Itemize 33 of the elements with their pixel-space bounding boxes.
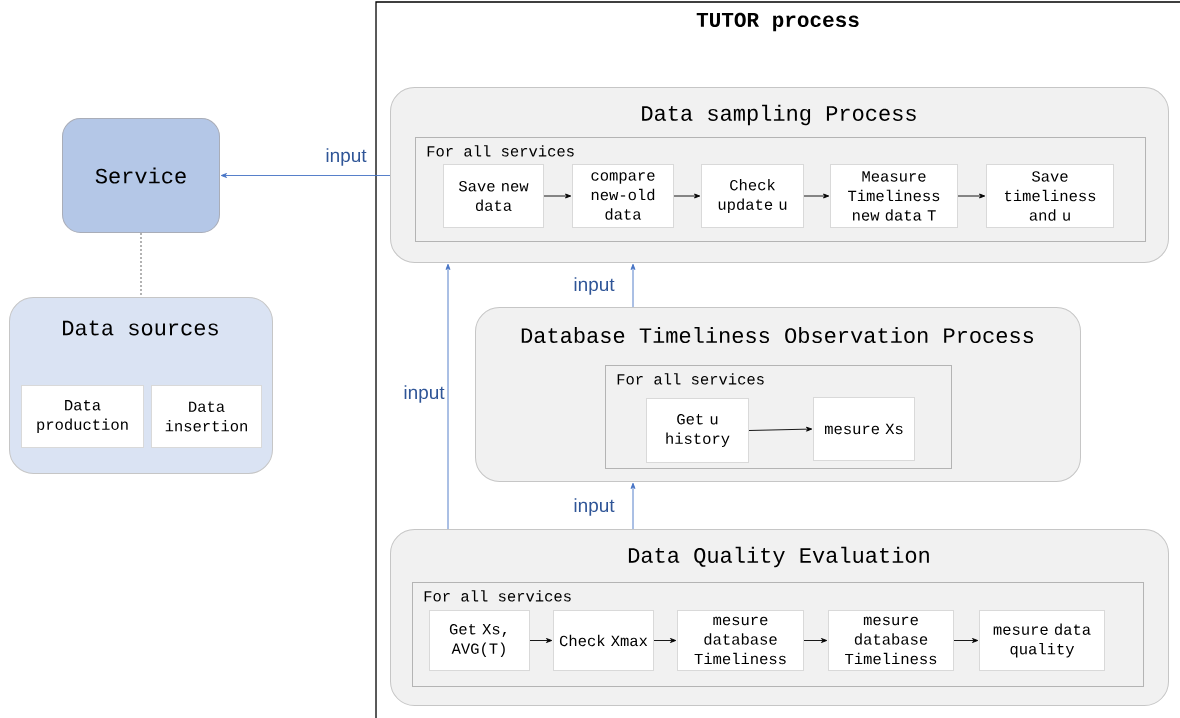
arrow — [803, 638, 828, 643]
step-box: Save timeliness and u — [986, 164, 1114, 228]
arrow — [529, 638, 553, 643]
step-box: Get Xs, AVG(T) — [429, 610, 530, 671]
service-box: Service — [62, 118, 220, 233]
edge-label: input — [574, 498, 615, 516]
arrow — [445, 263, 451, 530]
step-box: compare new-old data — [572, 164, 674, 228]
edge-label: input — [404, 385, 445, 403]
edge-label: input — [326, 148, 367, 166]
step-box: Check update u — [701, 164, 804, 228]
arrow — [803, 193, 830, 199]
step-box: mesure database Timeliness — [677, 610, 804, 671]
arrow — [748, 426, 813, 432]
step-box: Data insertion — [151, 385, 262, 448]
step-box: Save new data — [443, 164, 544, 228]
step-box: mesure database Timeliness — [828, 610, 954, 671]
step-box: Data production — [21, 385, 144, 448]
arrow — [543, 193, 572, 199]
arrow — [957, 193, 986, 199]
step-box: mesure Xs — [813, 397, 915, 461]
arrow — [953, 638, 979, 643]
arrow — [630, 482, 636, 530]
dotted-link — [140, 232, 142, 298]
step-box: Measure Timeliness new data T — [830, 164, 958, 228]
arrow — [220, 173, 391, 178]
step-box: Check Xmax — [553, 610, 654, 671]
edge-label: input — [574, 277, 615, 295]
arrow — [673, 193, 701, 199]
arrow — [630, 263, 636, 308]
step-box: Get u history — [646, 398, 749, 463]
arrow — [653, 638, 677, 643]
step-box: mesure data quality — [979, 610, 1105, 671]
